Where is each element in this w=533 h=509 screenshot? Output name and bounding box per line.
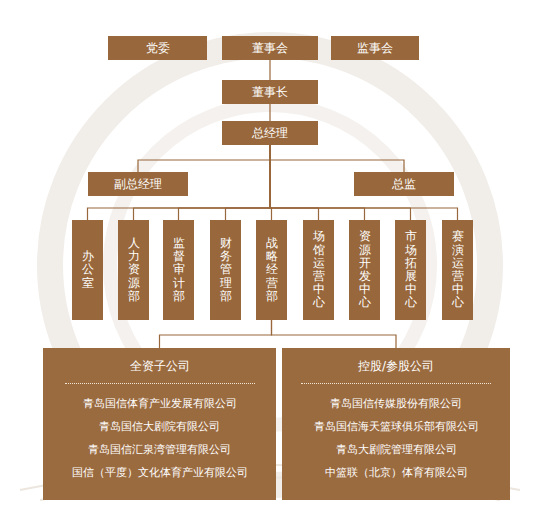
org-box: 董事会 <box>222 36 318 60</box>
connector <box>272 320 397 348</box>
company-name: 青岛国信海天篮球俱乐部有限公司 <box>314 415 479 438</box>
company-panel: 控股/参股公司青岛国信传媒股份有限公司青岛国信海天篮球俱乐部有限公司青岛大剧院管… <box>282 348 510 500</box>
org-box: 场馆运营中心 <box>303 220 334 320</box>
box-label: 财务管理部 <box>220 237 232 303</box>
box-label: 办公室 <box>82 250 94 290</box>
org-box: 总监 <box>354 172 454 196</box>
company-name: 青岛国信体育产业发展有限公司 <box>83 392 237 415</box>
box-label: 总经理 <box>252 125 288 142</box>
box-label: 监督审计部 <box>173 237 185 303</box>
org-box: 办公室 <box>72 220 103 320</box>
org-box: 赛演运营中心 <box>442 220 473 320</box>
org-box: 总经理 <box>222 121 318 145</box>
connector <box>138 145 270 172</box>
box-label: 赛演运营中心 <box>452 230 464 309</box>
org-box: 董事长 <box>222 80 318 104</box>
panel-title: 全资子公司 <box>65 358 255 384</box>
connector <box>269 104 270 121</box>
org-box: 监事会 <box>331 36 419 60</box>
org-box: 战略经营部 <box>256 220 287 320</box>
company-name: 青岛大剧院管理有限公司 <box>336 438 457 461</box>
connector <box>270 145 458 220</box>
box-label: 党委 <box>146 40 170 57</box>
connector <box>269 60 270 80</box>
connector <box>270 145 365 220</box>
company-name: 青岛国信传媒股份有限公司 <box>330 392 462 415</box>
connector <box>270 145 319 220</box>
company-name: 青岛国信大剧院有限公司 <box>99 415 220 438</box>
org-box: 人力资源部 <box>118 220 149 320</box>
org-box: 资源开发中心 <box>349 220 380 320</box>
box-label: 董事长 <box>252 84 288 101</box>
org-box: 财务管理部 <box>210 220 241 320</box>
org-box: 监督审计部 <box>163 220 194 320</box>
company-name: 国信（平度）文化体育产业有限公司 <box>72 461 248 484</box>
org-box: 党委 <box>108 36 207 60</box>
company-name: 中篮联（北京）体育有限公司 <box>325 461 468 484</box>
box-label: 总监 <box>392 176 416 193</box>
box-label: 资源开发中心 <box>359 230 371 309</box>
box-label: 董事会 <box>252 40 288 57</box>
box-label: 市场拓展中心 <box>405 230 417 309</box>
box-label: 场馆运营中心 <box>313 230 325 309</box>
connector <box>226 145 271 220</box>
box-label: 监事会 <box>357 40 393 57</box>
org-box: 副总经理 <box>88 172 188 196</box>
box-label: 战略经营部 <box>266 237 278 303</box>
box-label: 副总经理 <box>114 176 162 193</box>
panel-title: 控股/参股公司 <box>301 358 491 384</box>
connector <box>160 320 272 348</box>
company-name: 青岛国信汇泉湾管理有限公司 <box>88 438 231 461</box>
connector <box>270 145 404 172</box>
org-box: 市场拓展中心 <box>395 220 426 320</box>
connector <box>179 145 271 220</box>
box-label: 人力资源部 <box>128 237 140 303</box>
company-panel: 全资子公司青岛国信体育产业发展有限公司青岛国信大剧院有限公司青岛国信汇泉湾管理有… <box>43 348 276 500</box>
connector <box>88 145 271 220</box>
